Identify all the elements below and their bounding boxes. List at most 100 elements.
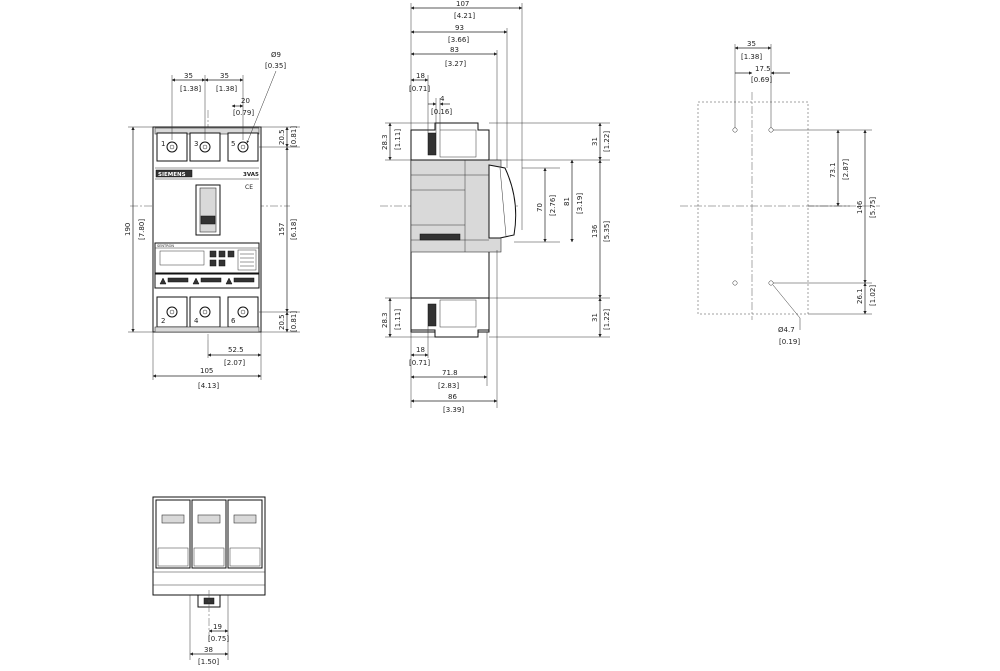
front-view: 1 3 5 SIEMENS 3VA5 CE SENTRON [124, 51, 300, 390]
dim-31-bot-in: [1.22] [603, 309, 611, 330]
bottom-cover-1 [155, 499, 191, 569]
drill-hole-bottom-left [732, 280, 738, 286]
dim-70: 70 [536, 203, 544, 212]
dial-4 [209, 259, 217, 267]
dim-83-in: [3.27] [445, 60, 466, 68]
dim-4: 4 [440, 95, 445, 103]
drill-hole-top-left [732, 127, 738, 133]
dim-height-190-in: [7.80] [138, 219, 146, 240]
terminal-label-1: 1 [161, 140, 165, 148]
warning-text-2 [200, 277, 222, 283]
dim-width-in: [4.13] [198, 382, 219, 390]
drill-view: 35 [1.38] 17.5 [0.69] 73.1 [2.87] 146 [5… [680, 40, 880, 346]
dim-drill-35: 35 [747, 40, 756, 48]
terminal-screw-2 [166, 306, 178, 318]
bottom-slot-2 [197, 514, 221, 524]
dim-18-bot-in: [0.71] [409, 359, 430, 367]
dim-28-3-bot: 28.3 [381, 312, 389, 328]
bottom-cover-3 [227, 499, 263, 569]
warning-icon-3 [225, 277, 233, 285]
side-view: 107 [4.21] 93 [3.66] 83 [3.27] 18 [0.71]… [380, 0, 611, 414]
side-handle [488, 164, 517, 239]
bottom-pocket-3 [229, 547, 261, 567]
dim-offset-20: 20 [241, 97, 250, 105]
dim-71-8-in: [2.83] [438, 382, 459, 390]
dial-5 [218, 259, 226, 267]
dim-83: 83 [450, 46, 459, 54]
dim-half-width: 52.5 [228, 346, 244, 354]
bottom-slot-1 [161, 514, 185, 524]
terminal-screw-6 [237, 306, 249, 318]
dim-4-in: [0.16] [431, 108, 452, 116]
terminal-screw-5 [237, 141, 249, 153]
side-bottom-lug [427, 303, 437, 327]
rating-plate [237, 249, 257, 271]
trip-unit-text: SENTRON [157, 244, 174, 248]
dim-pitch-right-in: [1.38] [216, 85, 237, 93]
dim-71-8: 71.8 [442, 369, 458, 377]
dim-bottom-19-in: [0.75] [208, 635, 229, 643]
side-top-cover [439, 129, 477, 158]
brand-plate [155, 169, 193, 178]
dim-136: 136 [591, 224, 599, 238]
dim-31-top-in: [1.22] [603, 131, 611, 152]
dim-drill-35-in: [1.38] [741, 53, 762, 61]
drill-hole-bottom-right [768, 280, 774, 286]
dim-height-157: 157 [278, 223, 286, 236]
terminal-label-2: 2 [161, 317, 165, 325]
dim-width: 105 [200, 367, 213, 375]
dim-drill-17-5: 17.5 [755, 65, 771, 73]
terminal-label-6: 6 [231, 317, 236, 325]
dim-drill-146: 146 [856, 200, 864, 214]
terminal-screw-1 [166, 141, 178, 153]
dim-bottom-19: 19 [213, 623, 222, 631]
dim-31-bot: 31 [591, 313, 599, 322]
dim-pitch-left-in: [1.38] [180, 85, 201, 93]
warning-text-3 [233, 277, 255, 283]
dim-pitch-right: 35 [220, 72, 229, 80]
dim-28-3-bot-in: [1.11] [394, 309, 402, 330]
toggle-handle [199, 187, 217, 233]
dim-hole-dia-in: [0.35] [265, 62, 286, 70]
dim-86-in: [3.39] [443, 406, 464, 414]
dim-81-in: [3.19] [576, 193, 584, 214]
drill-hole-top-right [768, 127, 774, 133]
side-top-lug [427, 132, 437, 156]
dim-top-20-5: 20.5 [278, 129, 286, 145]
dim-pitch-left: 35 [184, 72, 193, 80]
dim-bottom-38-in: [1.50] [198, 658, 219, 666]
dial-2 [218, 250, 226, 258]
dim-overall-107-in: [4.21] [454, 12, 475, 20]
brand-label: SIEMENS [158, 172, 186, 178]
bottom-pocket-1 [157, 547, 189, 567]
dim-drill-146-in: [5.75] [869, 197, 877, 218]
dim-81: 81 [563, 197, 571, 206]
bottom-pocket-2 [193, 547, 225, 567]
bottom-slot-3 [233, 514, 257, 524]
dim-half-width-in: [2.07] [224, 359, 245, 367]
warning-text-1 [167, 277, 189, 283]
ce-mark: CE [245, 184, 253, 191]
side-bottom-cover [439, 299, 477, 328]
dim-top-20-5-in: [0.81] [290, 126, 298, 147]
warning-icon-1 [159, 277, 167, 285]
dim-drill-26-1: 26.1 [856, 288, 864, 304]
dim-bottom-20-5-in: [0.81] [290, 311, 298, 332]
dim-drill-hole: Ø4.7 [778, 326, 795, 334]
dim-offset-20-in: [0.79] [233, 109, 254, 117]
dim-86: 86 [448, 393, 457, 401]
dim-drill-hole-in: [0.19] [779, 338, 800, 346]
dim-18-top: 18 [416, 72, 425, 80]
dim-bottom-38: 38 [204, 646, 213, 654]
dim-overall-107: 107 [456, 0, 469, 8]
dim-136-in: [5.35] [603, 221, 611, 242]
dim-drill-73-1: 73.1 [829, 162, 837, 178]
dim-drill-17-5-in: [0.69] [751, 76, 772, 84]
dim-93: 93 [455, 24, 464, 32]
dial-3 [227, 250, 235, 258]
dim-18-bot: 18 [416, 346, 425, 354]
bottom-terminal-strip [154, 326, 260, 333]
warning-icon-2 [192, 277, 200, 285]
dim-28-3-top-in: [1.11] [394, 129, 402, 150]
